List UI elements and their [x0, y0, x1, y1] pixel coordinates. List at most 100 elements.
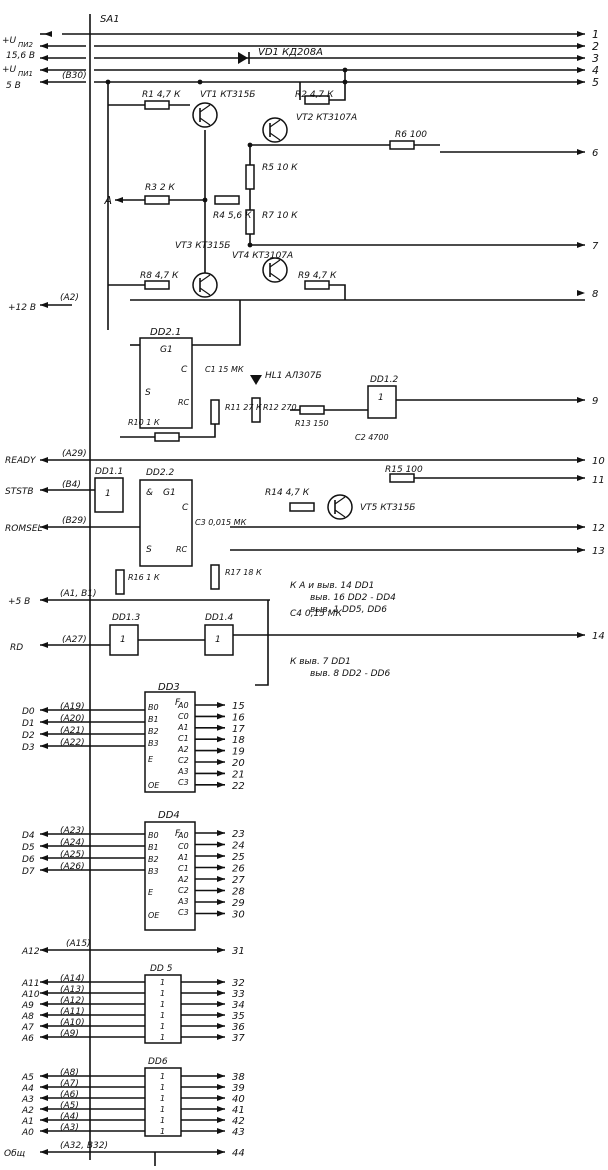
- junction-dot: [105, 79, 111, 85]
- arrow-head: [217, 830, 225, 836]
- output-number: 39: [232, 1083, 245, 1094]
- output-number: 9: [592, 396, 598, 407]
- vt2-label: VT2 КТ3107А: [296, 113, 357, 123]
- output-arrow: [577, 242, 585, 248]
- output-number: 38: [232, 1072, 245, 1083]
- r1-label: R1 4,7 К: [142, 90, 181, 100]
- output-arrow: [577, 67, 585, 73]
- pin-text: 1: [160, 1083, 165, 1092]
- supply-label: +U: [2, 36, 17, 46]
- signal-code: (A27): [62, 635, 87, 645]
- pin-text: RC: [176, 545, 188, 554]
- output-number: 6: [592, 148, 598, 159]
- signal-ready: READY: [5, 456, 37, 466]
- pin-text: 1: [160, 1000, 165, 1009]
- transistor-collector: [269, 259, 281, 268]
- output-arrow: [577, 79, 585, 85]
- data-bus-code: (A26): [60, 862, 85, 872]
- junction-dot: [197, 79, 203, 85]
- output-arrow: [577, 547, 585, 553]
- data-bus-name: D3: [22, 743, 35, 753]
- pin-text: OE: [148, 911, 160, 920]
- pin-text: C0: [178, 842, 189, 851]
- transistor-emitter: [269, 132, 281, 141]
- pin-text: B3: [148, 867, 159, 876]
- resistor-r2: [304, 95, 330, 105]
- addr-code: (A6): [60, 1090, 79, 1100]
- arrow-head: [217, 910, 225, 917]
- output-number: 12: [592, 523, 605, 534]
- arrow-head: [115, 197, 123, 203]
- output-number: 24: [232, 841, 245, 852]
- resistor-r9: [304, 280, 330, 290]
- output-number: 44: [232, 1148, 245, 1159]
- ic-dd3: [144, 691, 196, 793]
- supply-label: ПИ1: [18, 70, 33, 78]
- r8-label: R8 4,7 К: [140, 271, 179, 281]
- transistor-collector: [334, 496, 346, 505]
- signal-a: A: [103, 194, 112, 207]
- arrow-head: [40, 1095, 48, 1101]
- arrow-head: [44, 31, 52, 37]
- pin-text: F: [175, 698, 181, 708]
- signal-code: (A2): [60, 293, 79, 303]
- transistor-collector: [199, 104, 211, 113]
- data-bus-code: (A19): [60, 702, 85, 712]
- arrow-head: [217, 770, 225, 777]
- pin-text: B1: [148, 843, 159, 852]
- arrow-head: [217, 1084, 225, 1090]
- arrow-head: [40, 487, 48, 493]
- output-number: 23: [232, 829, 245, 840]
- arrow-head: [40, 731, 48, 737]
- arrow-head: [40, 1106, 48, 1112]
- output-number: 17: [232, 724, 245, 735]
- wire: [179, 424, 216, 438]
- transistor-emitter: [334, 509, 346, 518]
- resistor-r10: [154, 432, 180, 442]
- note-text: К А и выв. 14 DD1: [290, 581, 374, 591]
- addr-code: (A4): [60, 1112, 79, 1122]
- signal-code: (B4): [62, 480, 81, 490]
- ic-dd21: [139, 337, 193, 429]
- pin-text: F: [175, 829, 181, 839]
- arrow-head: [40, 855, 48, 861]
- transistor-vt3: [192, 272, 218, 298]
- note-text: выв. 8 DD2 - DD6: [310, 669, 390, 679]
- supply-label: ПИ2: [18, 41, 34, 49]
- dd4-label: DD4: [158, 810, 180, 821]
- output-number: 19: [232, 747, 245, 758]
- dd14-label: DD1.4: [205, 613, 233, 623]
- pin-text: B0: [148, 831, 159, 840]
- arrow-head: [217, 1095, 225, 1101]
- data-bus-name: D2: [22, 731, 35, 741]
- pin-text: A2: [177, 875, 189, 884]
- arrow-head: [217, 979, 225, 985]
- arrow-head: [217, 1106, 225, 1112]
- output-number: 21: [232, 769, 245, 780]
- resistor-r5: [245, 164, 255, 190]
- arrow-head: [217, 759, 225, 765]
- pin-text: 1: [160, 989, 165, 998]
- pin-text: E: [148, 755, 154, 764]
- addr-code: (A14): [60, 974, 85, 984]
- note-text: выв. 1 DD5, DD6: [310, 605, 387, 615]
- r16-label: R16 1 К: [128, 573, 160, 582]
- arrow-head: [40, 843, 48, 849]
- addr-code: (A5): [60, 1101, 79, 1111]
- signal-rd: RD: [10, 643, 23, 653]
- vt1-label: VT1 КТ315Б: [200, 90, 255, 100]
- dd5-label: DD 5: [150, 964, 173, 974]
- arrow-head: [40, 1128, 48, 1134]
- arrow-head: [40, 1012, 48, 1018]
- ic-dd22: [139, 479, 193, 567]
- pin-text: 1: [160, 1022, 165, 1031]
- r6-label: R6 100: [395, 130, 427, 140]
- addr-name: A9: [21, 1001, 34, 1011]
- output-arrow: [577, 43, 585, 49]
- pin-text: 1: [160, 1033, 165, 1042]
- arrow-head: [217, 747, 225, 754]
- arrow-head: [217, 713, 225, 720]
- arrow-head: [40, 1023, 48, 1029]
- arrow-head: [40, 1073, 48, 1079]
